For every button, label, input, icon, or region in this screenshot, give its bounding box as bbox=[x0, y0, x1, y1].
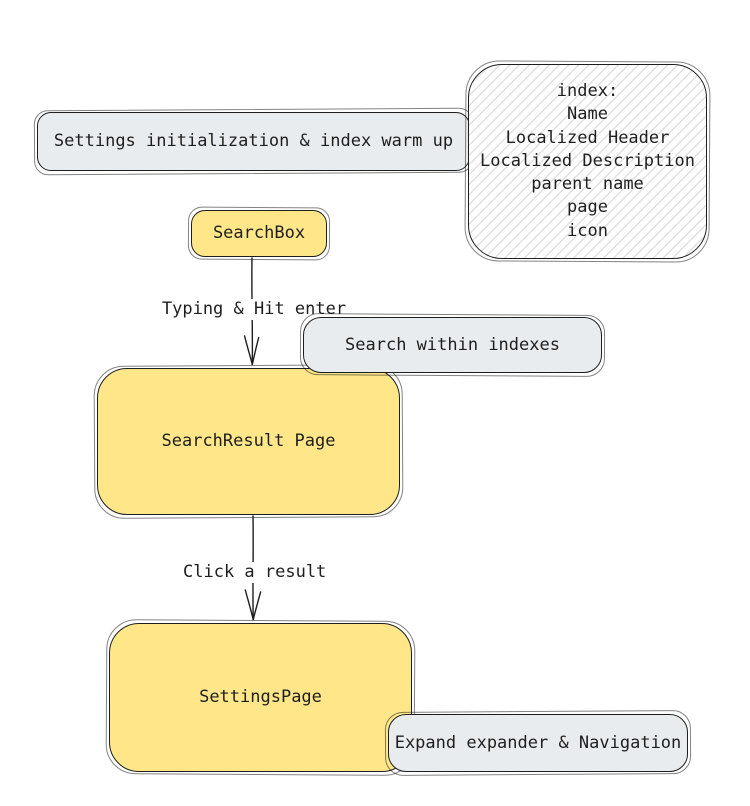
index-note-line: parent name bbox=[531, 174, 644, 195]
arrow-label-click-a-result: Click a result bbox=[181, 562, 327, 583]
node-searchbox-label: SearchBox bbox=[212, 223, 306, 243]
node-search-within-indexes[interactable]: Search within indexes bbox=[303, 317, 602, 373]
index-note-line: Localized Description bbox=[480, 150, 695, 171]
node-searchbox[interactable]: SearchBox bbox=[191, 210, 327, 257]
node-settingspage[interactable]: SettingsPage bbox=[109, 623, 412, 772]
index-note-line: Localized Header bbox=[505, 127, 670, 148]
node-settings-warmup-label: Settings initialization & index warm up bbox=[53, 131, 454, 151]
node-settingspage-label: SettingsPage bbox=[199, 687, 322, 707]
node-expand-expander-navigation-label: Expand expander & Navigation bbox=[394, 732, 682, 753]
index-note-line: Name bbox=[567, 104, 608, 125]
node-searchresult-page-label: SearchResult Page bbox=[161, 431, 336, 451]
arrow-label-typing-hit-enter: Typing & Hit enter bbox=[159, 299, 349, 320]
node-expand-expander-navigation[interactable]: Expand expander & Navigation bbox=[388, 714, 688, 772]
index-note-line: icon bbox=[567, 220, 608, 241]
node-searchresult-page[interactable]: SearchResult Page bbox=[97, 368, 400, 515]
node-search-within-indexes-label: Search within indexes bbox=[345, 334, 560, 355]
index-note-line: page bbox=[567, 197, 608, 218]
node-index-fields-note[interactable]: index: Name Localized Header Localized D… bbox=[468, 64, 707, 259]
node-settings-warmup[interactable]: Settings initialization & index warm up bbox=[37, 112, 470, 171]
index-note-line: index: bbox=[556, 80, 619, 101]
